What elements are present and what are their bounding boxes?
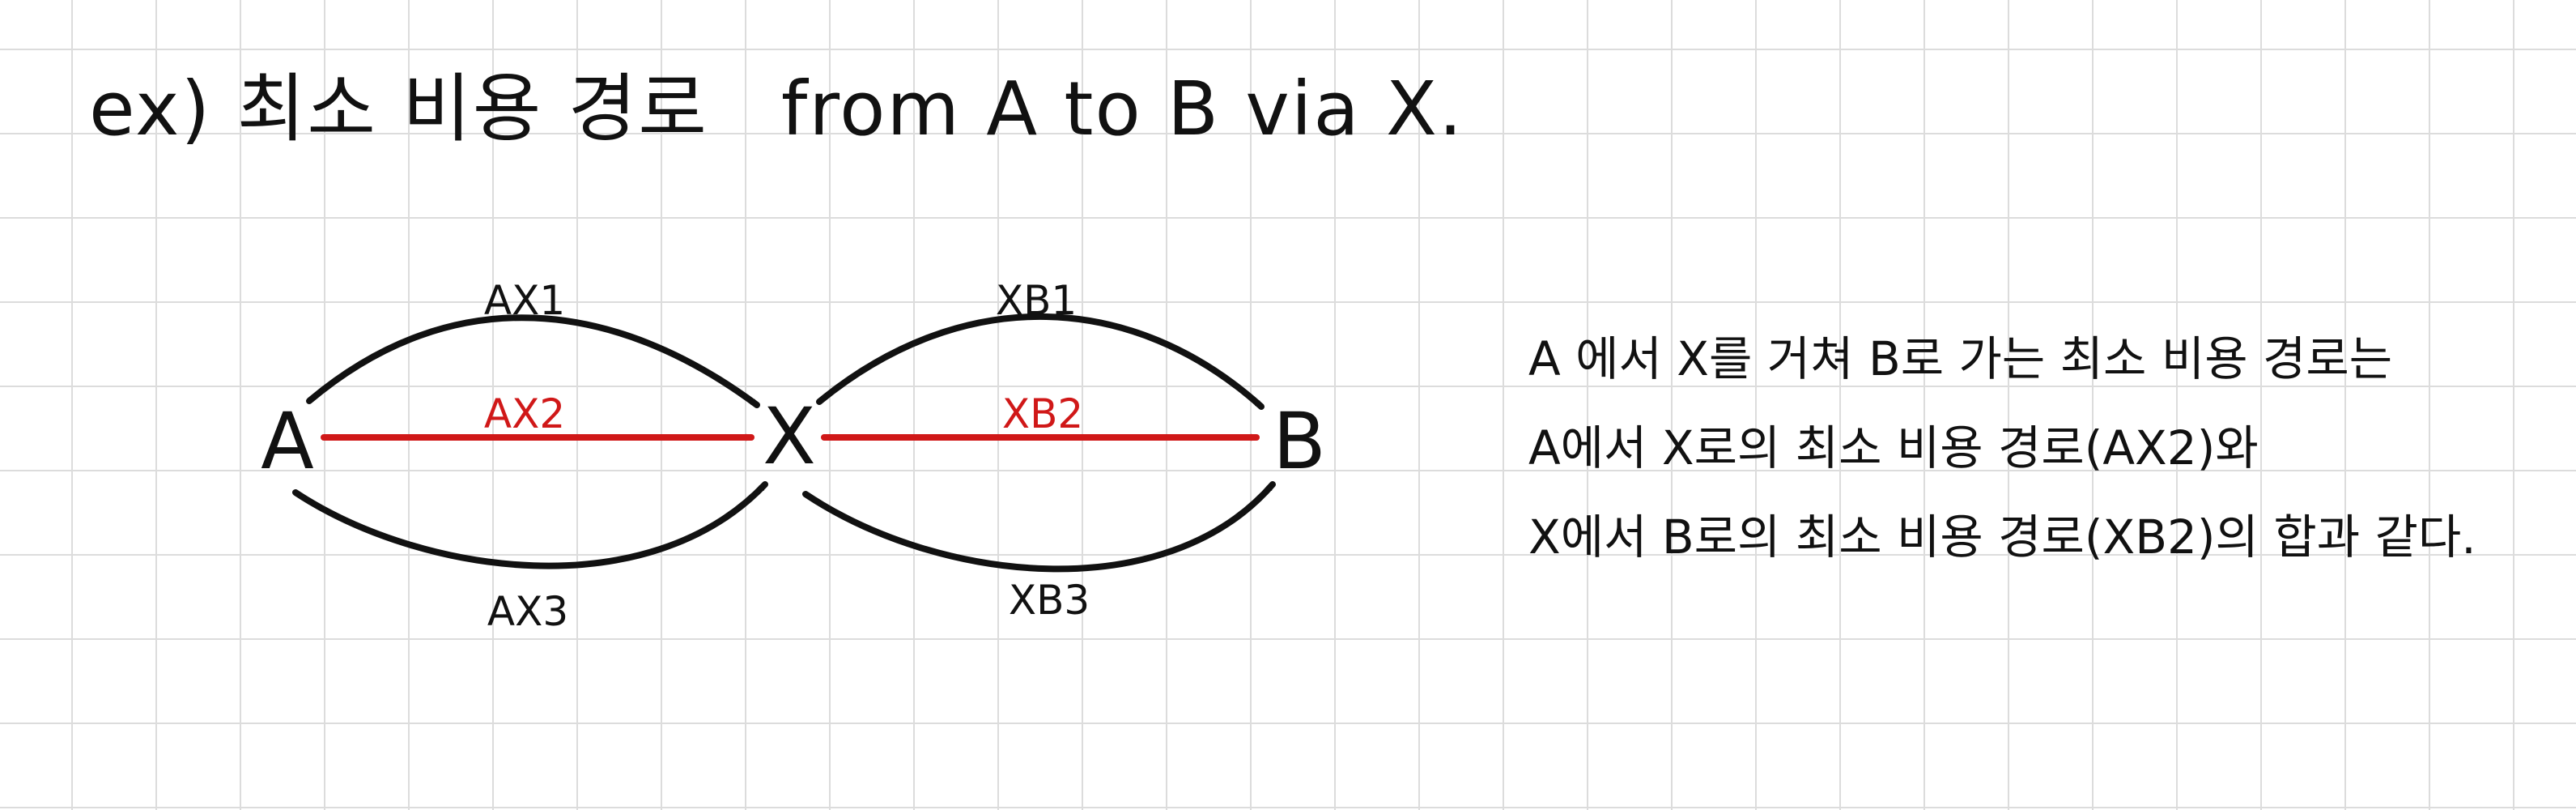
edge-label-ax3: AX3 bbox=[487, 588, 568, 635]
node-b: B bbox=[1273, 396, 1326, 487]
explanation-notes: A 에서 X를 거쳐 B로 가는 최소 비용 경로는 A에서 X로의 최소 비용… bbox=[1528, 314, 2476, 582]
node-a: A bbox=[261, 396, 314, 487]
edge-label-ax2: AX2 bbox=[484, 390, 565, 437]
edge-xb3 bbox=[802, 481, 1276, 573]
title-rest: from A to B via X. bbox=[780, 66, 1464, 152]
edge-ax1 bbox=[306, 314, 760, 408]
edge-label-xb3: XB3 bbox=[1009, 577, 1090, 624]
edge-xb1 bbox=[816, 313, 1265, 410]
edge-ax3 bbox=[292, 481, 768, 569]
title-prefix: ex) 최소 비용 경로 bbox=[89, 66, 708, 152]
page-title: ex) 최소 비용 경로 from A to B via X. bbox=[89, 49, 1464, 156]
note-line-1: A 에서 X를 거쳐 B로 가는 최소 비용 경로는 bbox=[1528, 331, 2393, 386]
edge-label-xb2: XB2 bbox=[1002, 390, 1083, 437]
edge-label-ax1: AX1 bbox=[484, 277, 565, 324]
note-line-2: A에서 X로의 최소 비용 경로(AX2)와 bbox=[1528, 420, 2259, 475]
note-line-3: X에서 B로의 최소 비용 경로(XB2)의 합과 같다. bbox=[1528, 509, 2476, 565]
edge-label-xb1: XB1 bbox=[996, 277, 1077, 324]
node-x: X bbox=[763, 391, 816, 482]
